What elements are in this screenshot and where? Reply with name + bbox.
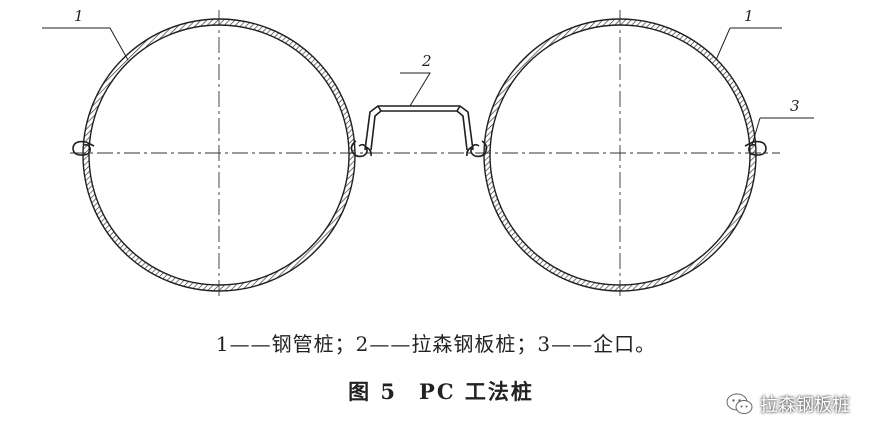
callout-label-sheet-pile: 2 <box>421 52 432 70</box>
interlock-clips <box>72 140 767 158</box>
callout-label-left-pipe: 1 <box>74 7 84 25</box>
watermark-text: 拉森钢板桩 <box>760 395 850 416</box>
callout-label-right-pipe: 1 <box>744 7 754 25</box>
wechat-icon <box>726 393 753 414</box>
larsen-sheet-pile <box>364 105 474 151</box>
figure-number: 图 5 <box>348 379 398 404</box>
callout-label-interlock: 3 <box>790 97 800 115</box>
source-watermark: 拉森钢板桩 <box>726 391 850 417</box>
figure-caption: 图 5 PC 工法桩 <box>0 376 872 406</box>
callout-leaders <box>42 27 814 146</box>
center-lines <box>70 10 780 300</box>
figure-title-text: PC 工法桩 <box>419 379 534 404</box>
figure-legend: 1——钢管桩；2——拉森钢板桩；3——企口。 <box>215 332 657 356</box>
